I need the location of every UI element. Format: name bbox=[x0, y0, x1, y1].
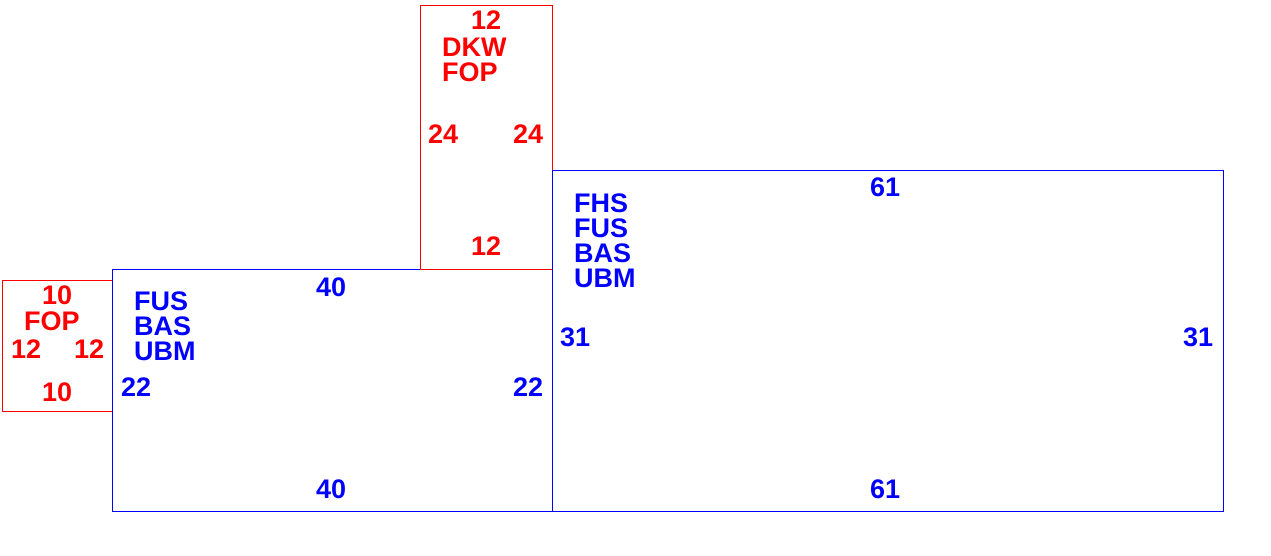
label: FOP bbox=[442, 57, 498, 87]
small-red-left-dimension: 12 bbox=[10, 334, 42, 364]
top-red-labels: DKW FOP bbox=[442, 32, 507, 87]
label: UBM bbox=[574, 263, 636, 293]
top-red-bottom-dimension: 12 bbox=[470, 231, 502, 261]
small-red-top-dimension: 10 bbox=[41, 280, 73, 310]
label: UBM bbox=[134, 336, 196, 366]
left-blue-top-dimension: 40 bbox=[315, 272, 347, 302]
label: FOP bbox=[24, 306, 80, 336]
left-blue-labels: FUS BAS UBM bbox=[134, 286, 196, 366]
left-blue-bottom-dimension: 40 bbox=[315, 474, 347, 504]
label: BAS bbox=[134, 311, 192, 341]
right-blue-right-dimension: 31 bbox=[1182, 322, 1214, 352]
right-blue-box bbox=[552, 170, 1224, 512]
label: FHS bbox=[574, 188, 628, 218]
label: BAS bbox=[574, 238, 632, 268]
small-red-right-dimension: 12 bbox=[73, 334, 105, 364]
top-red-top-dimension: 12 bbox=[470, 5, 502, 35]
top-red-left-dimension: 24 bbox=[427, 119, 459, 149]
top-red-box bbox=[420, 5, 553, 270]
label: FUS bbox=[574, 213, 628, 243]
top-red-right-dimension: 24 bbox=[512, 119, 544, 149]
right-blue-left-dimension: 31 bbox=[559, 322, 591, 352]
left-blue-right-dimension: 22 bbox=[512, 372, 544, 402]
right-blue-labels: FHS FUS BAS UBM bbox=[574, 188, 636, 293]
small-red-labels: FOP bbox=[24, 306, 80, 336]
right-blue-bottom-dimension: 61 bbox=[869, 474, 901, 504]
right-blue-top-dimension: 61 bbox=[869, 172, 901, 202]
left-blue-left-dimension: 22 bbox=[120, 372, 152, 402]
label: DKW bbox=[442, 32, 507, 62]
label: FUS bbox=[134, 286, 188, 316]
small-red-bottom-dimension: 10 bbox=[41, 377, 73, 407]
